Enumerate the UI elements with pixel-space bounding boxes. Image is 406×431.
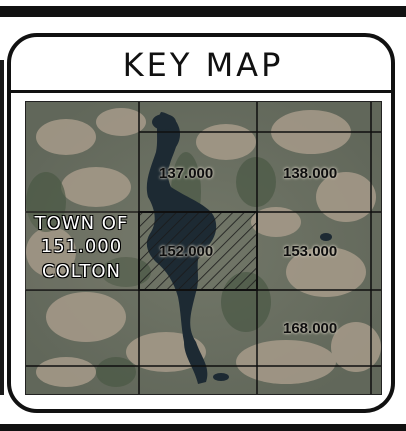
title-separator xyxy=(11,90,395,93)
bottom-border-bar xyxy=(0,424,406,431)
aerial-map[interactable]: 137.000 138.000 152.000 153.000 168.000 xyxy=(25,101,382,395)
town-label-line1: TOWN OF xyxy=(34,213,129,234)
aerial-imagery xyxy=(26,102,381,394)
town-label-line2: 151.000 xyxy=(40,236,123,257)
tile-label-138[interactable]: 138.000 xyxy=(283,165,338,182)
tile-label-152[interactable]: 152.000 xyxy=(159,243,214,260)
key-map-title: KEY MAP xyxy=(122,46,284,84)
left-edge-line xyxy=(0,60,4,395)
town-label-line3: COLTON xyxy=(42,261,121,282)
tile-label-168[interactable]: 168.000 xyxy=(283,320,338,337)
tile-label-153[interactable]: 153.000 xyxy=(283,243,338,260)
tile-label-137[interactable]: 137.000 xyxy=(159,165,214,182)
town-of-colton-tile[interactable]: TOWN OF 151.000 COLTON xyxy=(25,211,138,290)
top-border-bar xyxy=(0,6,406,17)
